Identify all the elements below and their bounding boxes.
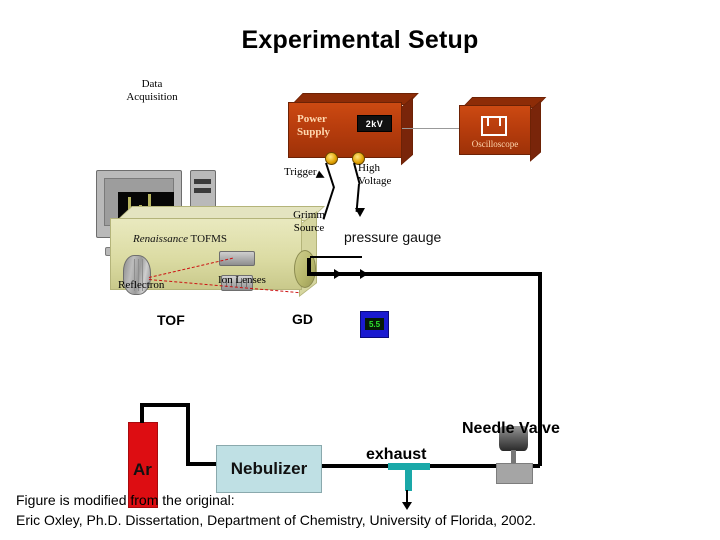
tofms-brand: Renaissance	[133, 233, 188, 245]
high-voltage-output-knob[interactable]	[352, 152, 365, 165]
data-acquisition-label: Data Acquisition	[106, 78, 198, 104]
vacuum-line-top	[307, 272, 542, 276]
flow-arrow-left	[360, 269, 368, 279]
vacuum-line-right-vertical	[538, 272, 542, 466]
argon-line-to-nebulizer	[186, 462, 218, 466]
data-acquisition-label-line1: Data	[141, 78, 163, 90]
high-voltage-label: High Voltage	[358, 162, 391, 188]
tofms-front-face: Renaissance TOFMS	[110, 218, 302, 295]
reflectron-label: Reflectron	[118, 279, 165, 291]
needle-valve-label: Needle Valve	[462, 420, 560, 437]
pressure-gauge-reading: 5.5	[365, 318, 384, 330]
grimm-source-label: Grimm Source	[284, 209, 334, 235]
power-supply-side-face	[401, 96, 413, 166]
flow-arrow-left	[334, 269, 342, 279]
exhaust-arrowhead	[402, 502, 412, 510]
gd-label: GD	[292, 311, 313, 327]
high-voltage-label-line2: Voltage	[358, 175, 392, 187]
power-supply-voltage-display: 2kV	[357, 115, 392, 132]
nebulizer-box: Nebulizer	[216, 445, 322, 493]
argon-label: Ar	[133, 460, 152, 479]
nebulizer-label: Nebulizer	[230, 459, 308, 478]
reflectron-component	[123, 255, 151, 295]
oscilloscope-cable	[402, 128, 460, 129]
oscilloscope-box: Oscilloscope	[459, 97, 547, 162]
high-voltage-label-line1: High	[358, 162, 380, 174]
argon-outlet-riser	[140, 403, 144, 423]
power-supply-front-face: Power Supply 2kV	[288, 102, 402, 158]
vacuum-line-bottom	[320, 464, 540, 468]
argon-cylinder: Ar	[128, 422, 158, 508]
ion-lenses-component	[221, 275, 253, 291]
needle-valve-body	[496, 463, 533, 484]
oscilloscope-label: Oscilloscope	[471, 139, 519, 149]
page-title: Experimental Setup	[241, 26, 479, 54]
exhaust-tee-bar	[388, 463, 430, 470]
needle-valve-stem	[511, 450, 516, 465]
argon-line-down	[186, 403, 190, 465]
trigger-arrowhead	[315, 170, 327, 182]
square-wave-icon	[481, 116, 507, 136]
grimm-source-label-line2: Source	[293, 222, 325, 234]
ion-lenses-label: Ion Lenses	[218, 274, 266, 286]
power-supply-label: Power Supply	[297, 113, 330, 139]
experimental-setup-diagram: Data Acquisition	[0, 66, 720, 510]
vacuum-line-riser	[307, 258, 311, 276]
power-supply-label-line1: Power	[297, 113, 327, 125]
exhaust-label: exhaust	[366, 446, 427, 463]
pressure-gauge-label: pressure gauge	[344, 229, 442, 245]
gauge-connection-line	[310, 256, 362, 258]
high-voltage-arrowhead	[355, 208, 365, 217]
trigger-output-knob[interactable]	[325, 152, 338, 165]
pressure-gauge-icon: 5.5	[360, 311, 389, 338]
argon-line-horizontal	[140, 403, 190, 407]
figure-attribution: Figure is modified from the original: Er…	[16, 490, 716, 530]
detector-component	[219, 251, 255, 266]
oscilloscope-side-face	[530, 100, 541, 162]
tof-label: TOF	[157, 312, 185, 328]
tower-drive-slot	[194, 179, 211, 184]
grimm-source-label-line1: Grimm	[293, 209, 325, 221]
tofms-model: TOFMS	[190, 233, 228, 245]
needle-valve-knob[interactable]	[499, 426, 528, 451]
exhaust-tee-stem	[405, 469, 412, 491]
trigger-wire-upper	[325, 162, 335, 189]
attribution-line2: Eric Oxley, Ph.D. Dissertation, Departme…	[16, 512, 536, 528]
oscilloscope-front-face: Oscilloscope	[459, 105, 531, 155]
power-supply-box: Power Supply 2kV	[288, 93, 419, 166]
power-supply-label-line2: Supply	[297, 126, 331, 138]
data-acquisition-label-line2: Acquisition	[126, 91, 178, 103]
exhaust-arrow-shaft	[406, 490, 408, 504]
tower-drive-slot	[194, 188, 211, 193]
attribution-line1: Figure is modified from the original:	[16, 492, 235, 508]
trigger-label: Trigger	[284, 166, 317, 178]
tofms-title: Renaissance TOFMS	[133, 233, 227, 245]
